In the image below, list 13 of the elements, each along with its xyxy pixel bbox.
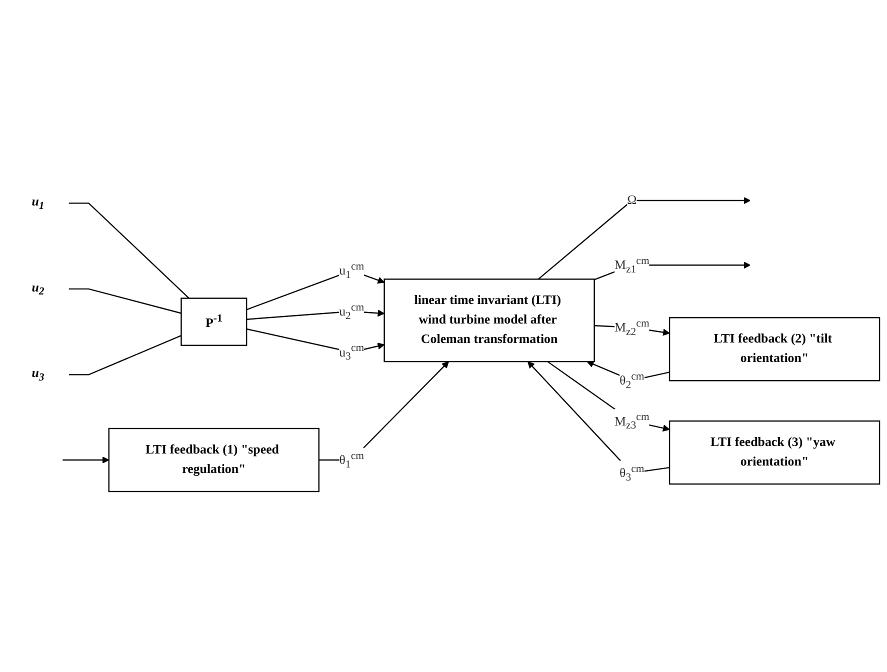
connector [68,288,182,314]
edge-label: Ω [627,193,637,207]
arrow [62,456,110,464]
node-box: LTI feedback (1) "speed regulation" [108,428,320,492]
node-box: LTI feedback (2) "tilt orientation" [668,317,880,382]
node-box: P$^{-1}$ [180,298,248,346]
node-text: u$_{1}$ [32,195,44,212]
node-text: u$_{3}$ [32,366,44,383]
node-box: linear time invariant (LTI) wind turbine model after Coleman transformation [384,278,595,362]
node-box: LTI feedback (3) "yaw orientation" [668,420,880,485]
connector [68,202,190,299]
connector [68,335,182,376]
node-text: u$_{2}$ [32,280,44,298]
